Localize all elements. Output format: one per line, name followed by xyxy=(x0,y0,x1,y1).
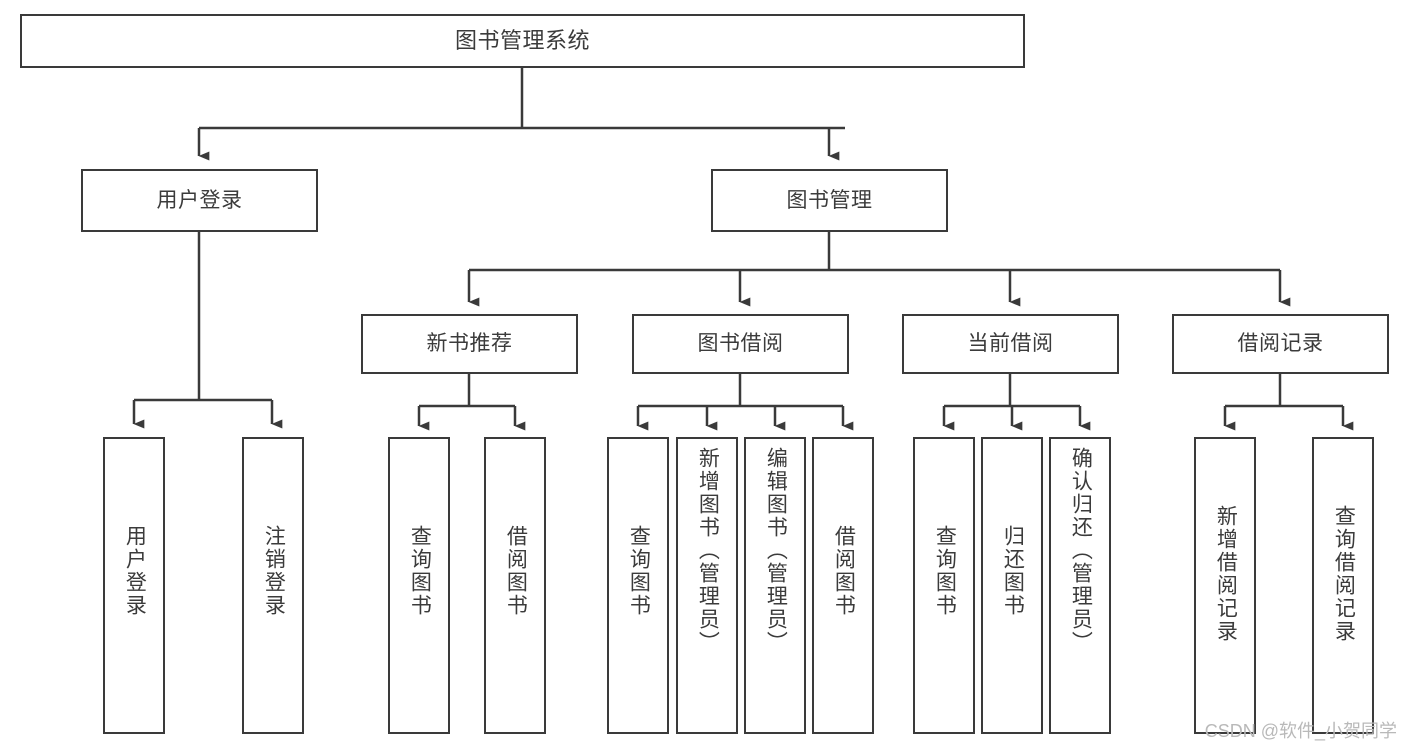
node-current-borrow[interactable]: 当前借阅 xyxy=(902,314,1119,374)
leaf-return-book[interactable]: 归还图书 xyxy=(981,437,1043,734)
leaf-return-book-label: 归还图书 xyxy=(1001,525,1025,617)
leaf-search-book-recommend[interactable]: 查询图书 xyxy=(388,437,450,734)
leaf-search-book-current[interactable]: 查询图书 xyxy=(913,437,975,734)
node-new-book-recommend-label: 新书推荐 xyxy=(426,332,513,356)
node-new-book-recommend[interactable]: 新书推荐 xyxy=(361,314,578,374)
leaf-edit-book-admin[interactable]: 编辑图书（管理员） xyxy=(744,437,806,734)
leaf-search-borrow-record-label: 查询借阅记录 xyxy=(1332,505,1356,643)
node-user-login-label: 用户登录 xyxy=(156,188,243,212)
leaf-search-borrow-record[interactable]: 查询借阅记录 xyxy=(1312,437,1374,734)
node-book-management-label: 图书管理 xyxy=(786,188,873,212)
node-root[interactable]: 图书管理系统 xyxy=(20,14,1025,68)
leaf-logout-label: 注销登录 xyxy=(262,525,286,617)
leaf-add-book-admin-label: 新增图书（管理员） xyxy=(696,447,720,654)
node-book-management[interactable]: 图书管理 xyxy=(711,169,948,232)
leaf-add-borrow-record-label: 新增借阅记录 xyxy=(1214,505,1238,643)
leaf-borrow-book[interactable]: 借阅图书 xyxy=(812,437,874,734)
leaf-logout[interactable]: 注销登录 xyxy=(242,437,304,734)
node-borrow-record[interactable]: 借阅记录 xyxy=(1172,314,1389,374)
leaf-borrow-book-label: 借阅图书 xyxy=(832,525,856,617)
leaf-add-borrow-record[interactable]: 新增借阅记录 xyxy=(1194,437,1256,734)
leaf-search-book[interactable]: 查询图书 xyxy=(607,437,669,734)
leaf-add-book-admin[interactable]: 新增图书（管理员） xyxy=(676,437,738,734)
leaf-confirm-return-admin-label: 确认归还（管理员） xyxy=(1069,447,1093,654)
leaf-borrow-book-recommend-label: 借阅图书 xyxy=(504,525,528,617)
watermark: CSDN @软件_小贺同学 xyxy=(1204,721,1397,741)
leaf-search-book-current-label: 查询图书 xyxy=(933,525,957,617)
leaf-confirm-return-admin[interactable]: 确认归还（管理员） xyxy=(1049,437,1111,734)
leaf-search-book-label: 查询图书 xyxy=(627,525,651,617)
leaf-user-login-label: 用户登录 xyxy=(123,525,147,617)
leaf-user-login[interactable]: 用户登录 xyxy=(103,437,165,734)
node-root-label: 图书管理系统 xyxy=(454,27,590,53)
node-borrow-record-label: 借阅记录 xyxy=(1237,332,1324,356)
node-book-borrow-label: 图书借阅 xyxy=(697,332,784,356)
node-current-borrow-label: 当前借阅 xyxy=(967,332,1054,356)
leaf-search-book-recommend-label: 查询图书 xyxy=(408,525,432,617)
node-book-borrow[interactable]: 图书借阅 xyxy=(632,314,849,374)
leaf-edit-book-admin-label: 编辑图书（管理员） xyxy=(764,447,788,654)
leaf-borrow-book-recommend[interactable]: 借阅图书 xyxy=(484,437,546,734)
node-user-login[interactable]: 用户登录 xyxy=(81,169,318,232)
